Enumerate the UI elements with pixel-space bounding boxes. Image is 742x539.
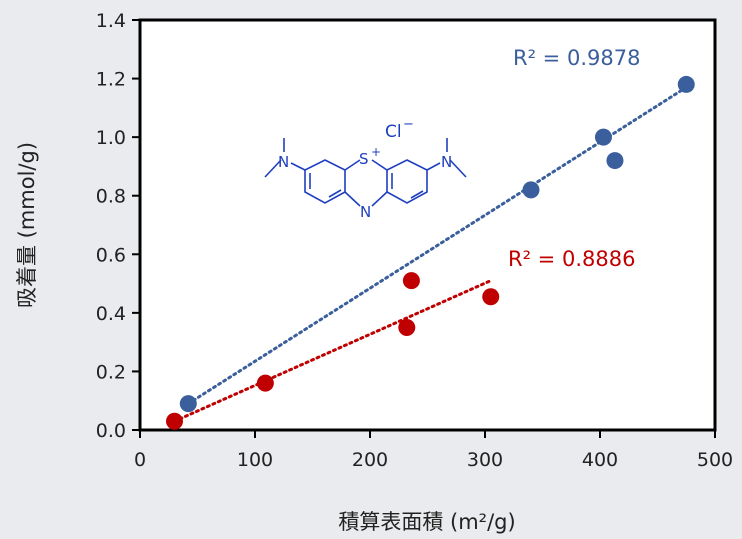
molecule-structure bbox=[264, 138, 467, 207]
molecule-nitrogen-right: N bbox=[441, 153, 452, 171]
counter-ion-charge: − bbox=[403, 117, 414, 132]
y-tick-label: 0.6 bbox=[96, 244, 126, 266]
y-tick-label: 1.0 bbox=[96, 127, 126, 149]
x-axis-title: 積算表面積 (m²/g) bbox=[338, 510, 515, 534]
x-axis-ticks: 0 100 200 300 400 500 bbox=[134, 430, 733, 471]
series-2-point bbox=[166, 412, 183, 430]
molecule-plus: + bbox=[371, 145, 381, 159]
series-2-point bbox=[256, 374, 274, 392]
molecule-sulfur: S bbox=[359, 150, 369, 168]
molecule-nitrogen-center: N bbox=[360, 203, 371, 221]
series-1-point bbox=[179, 395, 197, 413]
counter-ion: Cl bbox=[385, 122, 402, 142]
series-1-point bbox=[522, 181, 540, 199]
x-tick-label: 200 bbox=[352, 449, 388, 471]
y-tick-label: 0.8 bbox=[96, 186, 126, 208]
series-1-point bbox=[606, 152, 624, 170]
y-tick-label: 0.2 bbox=[96, 361, 126, 383]
y-tick-label: 0.0 bbox=[96, 420, 126, 442]
x-tick-label: 500 bbox=[697, 449, 733, 471]
series-2-point bbox=[398, 319, 416, 336]
y-tick-label: 0.4 bbox=[96, 303, 126, 325]
y-tick-label: 1.2 bbox=[96, 69, 126, 91]
y-axis-ticks: 0.0 0.2 0.4 0.6 0.8 1.0 1.2 1.4 bbox=[96, 10, 140, 442]
plot-area bbox=[138, 18, 717, 432]
x-tick-label: 400 bbox=[582, 449, 618, 471]
molecule-nitrogen-left: N bbox=[278, 153, 289, 171]
series-2-point bbox=[482, 288, 500, 306]
y-axis-title: 吸着量 (mmol/g) bbox=[15, 142, 39, 308]
series-2-r2-label: R² = 0.8886 bbox=[508, 247, 635, 271]
series-2-point bbox=[402, 272, 420, 290]
y-tick-label: 1.4 bbox=[96, 10, 126, 32]
molecule-labels: S + N N N Cl − bbox=[278, 117, 452, 221]
series-1-point bbox=[677, 75, 695, 93]
series-2-trendline bbox=[173, 279, 493, 423]
data-points bbox=[166, 75, 695, 430]
series-1-r2-label: R² = 0.9878 bbox=[513, 46, 640, 70]
x-tick-label: 300 bbox=[467, 449, 503, 471]
x-tick-label: 0 bbox=[134, 449, 146, 471]
x-tick-label: 100 bbox=[237, 449, 273, 471]
series-1-point bbox=[594, 128, 612, 146]
